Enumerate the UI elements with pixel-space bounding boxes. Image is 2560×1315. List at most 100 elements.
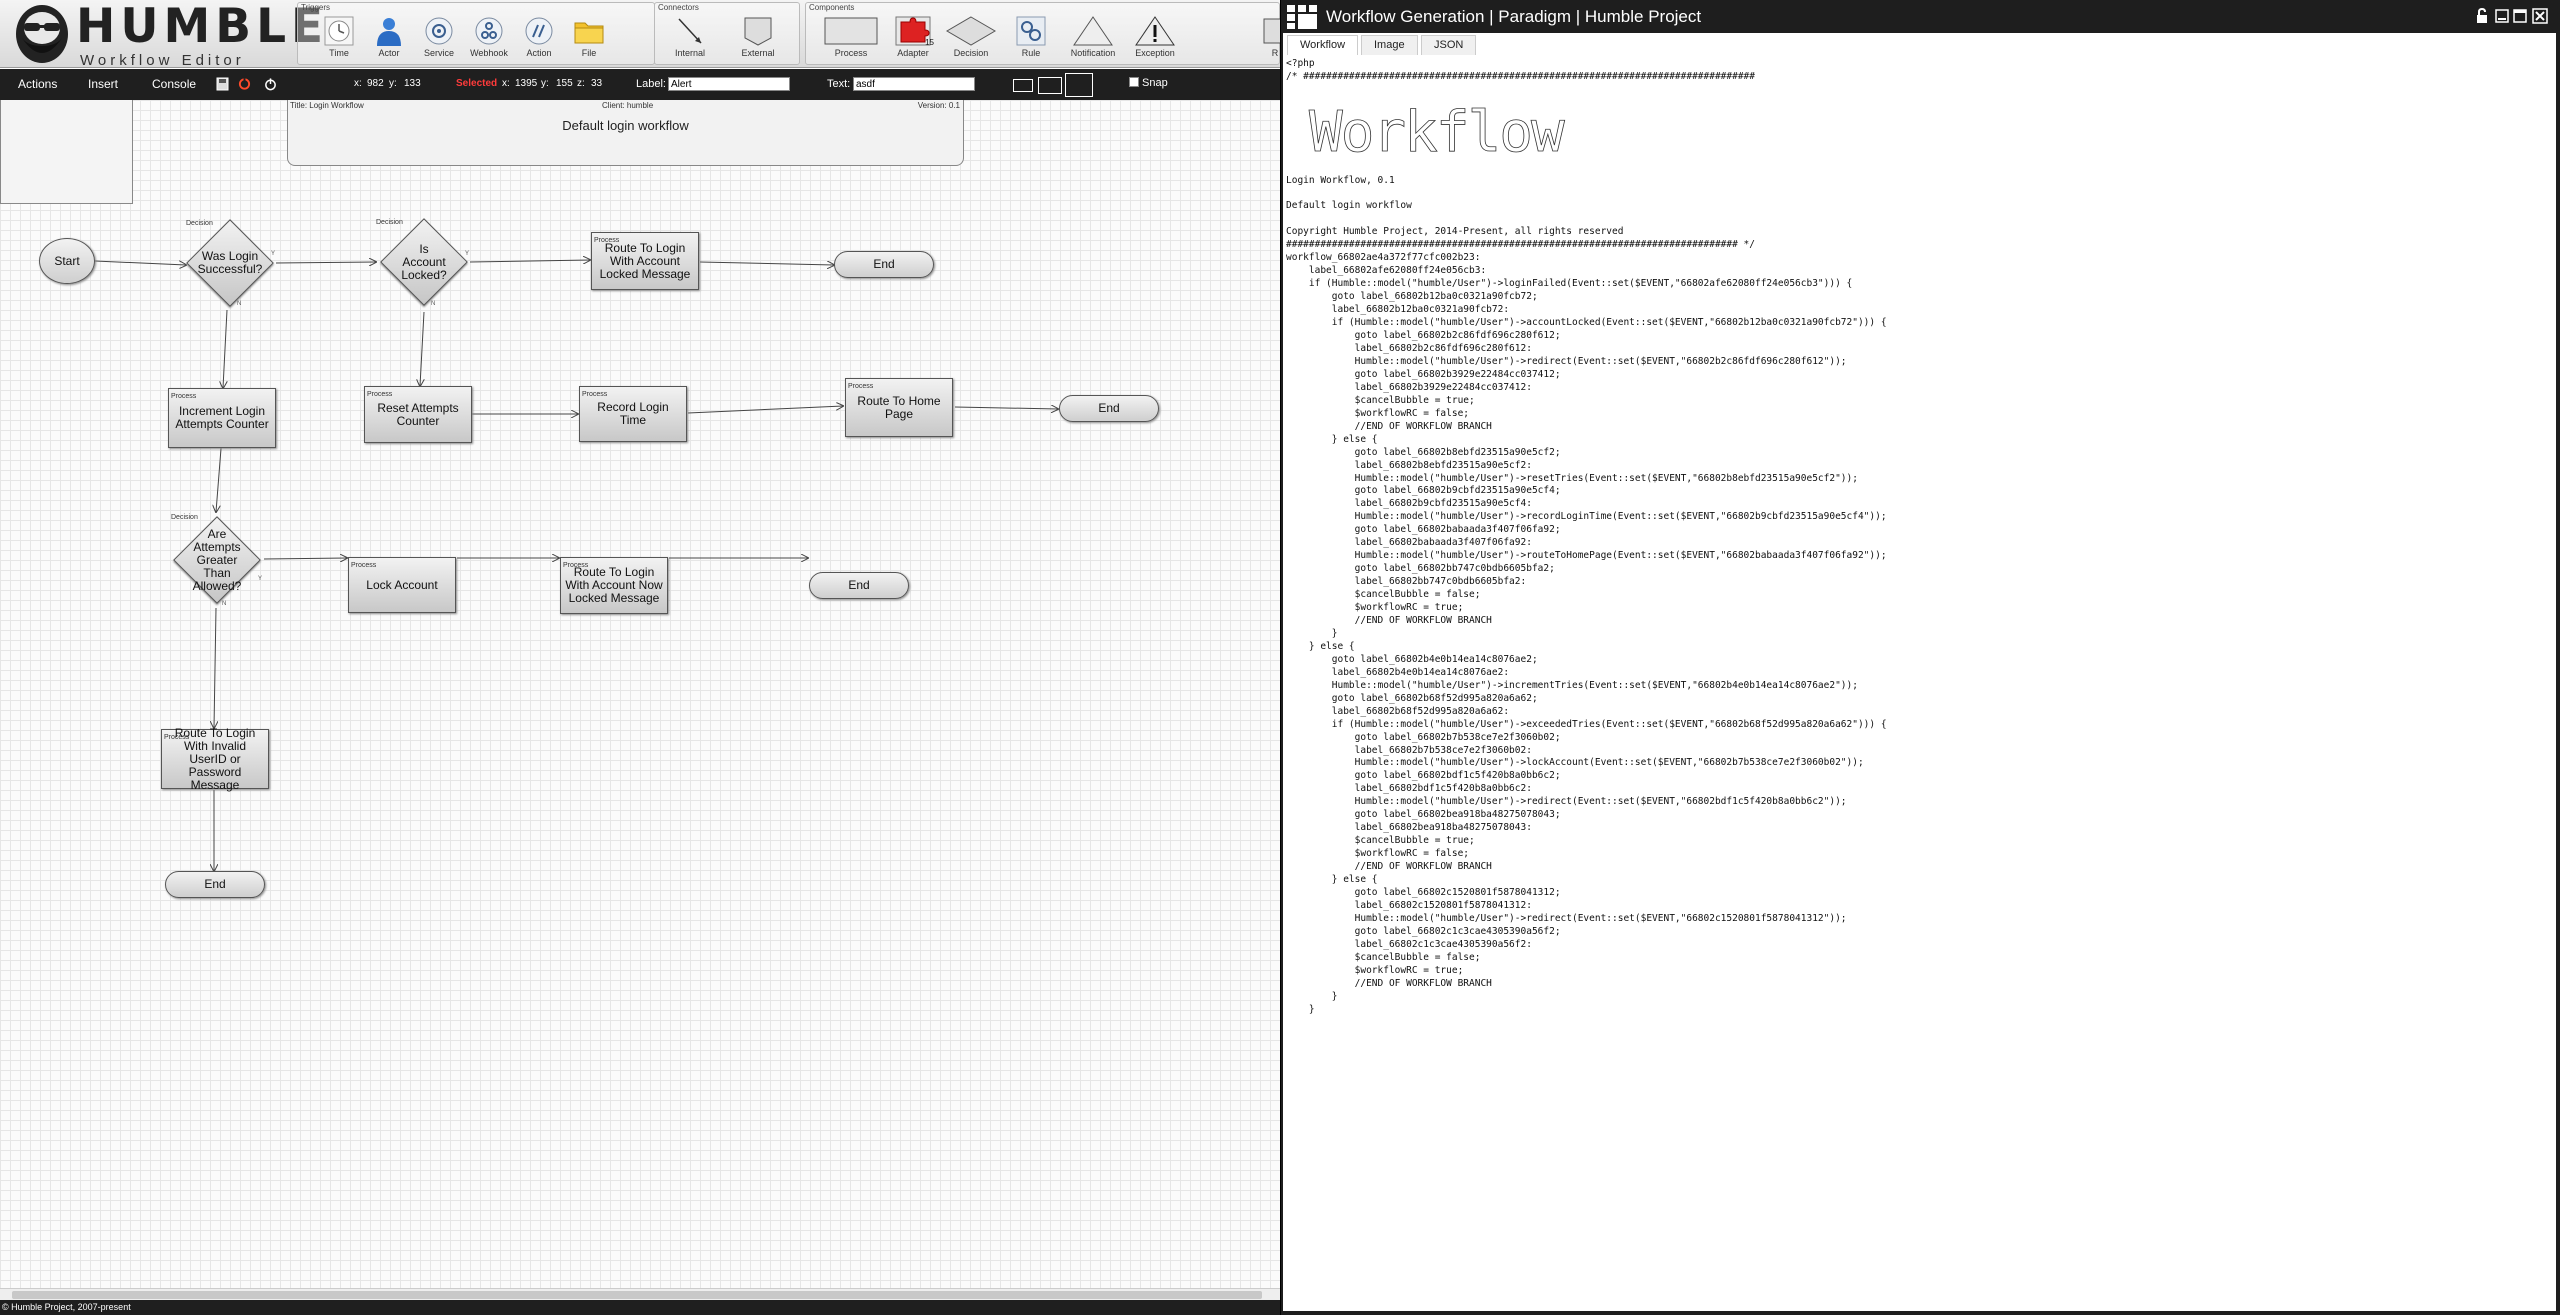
edge-start-d1[interactable] bbox=[94, 260, 186, 265]
generated-code-panel[interactable]: <?php /* ###############################… bbox=[1283, 56, 2556, 1311]
palette-rule[interactable]: Rule bbox=[1006, 14, 1056, 66]
view-large-button[interactable] bbox=[1065, 73, 1093, 97]
label-input[interactable] bbox=[668, 77, 790, 91]
text-field-label: Text: bbox=[827, 78, 851, 90]
process-now-locked-message[interactable]: Process Route To Login With Account Now … bbox=[560, 557, 668, 614]
process-icon bbox=[824, 17, 878, 45]
palette-exception[interactable]: Exception bbox=[1130, 14, 1180, 66]
close-icon[interactable] bbox=[2532, 8, 2548, 24]
end-node-invalid[interactable]: End bbox=[165, 871, 265, 898]
palette-webhook[interactable]: Webhook bbox=[464, 14, 514, 66]
user-icon bbox=[377, 18, 401, 46]
workflow-info-box[interactable]: Title: Login Workflow Client: humble Ver… bbox=[287, 100, 964, 166]
tab-workflow[interactable]: Workflow bbox=[1287, 35, 1359, 55]
tab-image[interactable]: Image bbox=[1361, 35, 1418, 55]
decision-login-successful[interactable]: Decision Was Login Successful? bbox=[184, 218, 276, 308]
canvas-horizontal-scrollbar[interactable] bbox=[0, 1288, 1280, 1300]
internal-connector-icon bbox=[678, 18, 702, 44]
brand-name: HUMBLE bbox=[76, 0, 329, 54]
palette-internal[interactable]: Internal bbox=[665, 14, 715, 66]
snap-checkbox[interactable] bbox=[1129, 77, 1139, 87]
workflow-ascii-banner: Workflow bbox=[1309, 100, 1568, 166]
edge-label-y: Y bbox=[258, 576, 263, 582]
decision-account-locked[interactable]: Decision Is Account Locked? bbox=[376, 217, 470, 307]
lock-icon[interactable] bbox=[2474, 8, 2490, 24]
edge-d2-locked[interactable] bbox=[469, 260, 590, 262]
menu-console[interactable]: Console bbox=[152, 77, 197, 91]
tab-json[interactable]: JSON bbox=[1421, 35, 1477, 55]
humble-logo: HUMBLE Workflow Editor bbox=[8, 2, 323, 69]
process-record-login-time[interactable]: Process Record Login Time bbox=[579, 386, 687, 442]
edge-locked-end[interactable] bbox=[699, 262, 834, 265]
left-side-panel bbox=[0, 100, 133, 204]
brand-subtitle: Workflow Editor bbox=[80, 52, 245, 69]
decision-attempts-exceeded[interactable]: Decision Are Attempts Greater Than Allow… bbox=[171, 514, 263, 606]
edge-d3-invalid[interactable] bbox=[214, 607, 216, 728]
components-title: Components bbox=[809, 3, 855, 12]
process-reset-counter[interactable]: Process Reset Attempts Counter bbox=[364, 386, 472, 443]
end-node-locked[interactable]: End bbox=[834, 251, 934, 278]
workflow-canvas[interactable]: Title: Login Workflow Client: humble Ver… bbox=[0, 100, 1280, 1300]
webhook-icon bbox=[475, 17, 503, 45]
workflow-version: Version: 0.1 bbox=[917, 101, 960, 110]
palette-service[interactable]: Service bbox=[414, 14, 464, 66]
save-disk-icon[interactable] bbox=[216, 77, 229, 91]
selected-x-value: 1395 bbox=[515, 78, 538, 89]
palette-notification[interactable]: Notification bbox=[1068, 14, 1118, 66]
connectors-title: Connectors bbox=[658, 3, 699, 12]
edge-label-y: Y bbox=[271, 251, 276, 257]
view-small-button[interactable] bbox=[1013, 79, 1033, 92]
component-palette: HUMBLE Workflow Editor Triggers Time Act… bbox=[0, 0, 1287, 69]
window-titlebar[interactable]: Workflow Generation | Paradigm | Humble … bbox=[1281, 0, 2560, 33]
puzzle-piece-icon bbox=[895, 16, 931, 46]
process-increment-counter[interactable]: Process Increment Login Attempts Counter bbox=[168, 388, 276, 448]
process-route-home[interactable]: Process Route To Home Page bbox=[845, 378, 953, 437]
process-lock-account[interactable]: Process Lock Account bbox=[348, 557, 456, 613]
external-connector-icon bbox=[744, 17, 772, 46]
cursor-x-value: 982 bbox=[367, 78, 384, 89]
cursor-x-label: x: bbox=[354, 78, 362, 89]
selected-z-label: z: bbox=[577, 78, 585, 89]
process-invalid-message[interactable]: Process Route To Login With Invalid User… bbox=[161, 726, 269, 791]
minimize-icon[interactable] bbox=[2494, 8, 2510, 24]
edge-label-n: N bbox=[431, 301, 436, 307]
action-icon bbox=[525, 17, 553, 45]
maximize-icon[interactable] bbox=[2512, 8, 2528, 24]
menu-actions[interactable]: Actions bbox=[18, 77, 58, 91]
label-field-label: Label: bbox=[636, 78, 666, 90]
edge-home-end[interactable] bbox=[954, 407, 1058, 409]
start-node[interactable]: Start bbox=[39, 238, 95, 284]
palette-adapter[interactable]: 15 Adapter bbox=[888, 14, 938, 66]
edge-d3-lock[interactable] bbox=[263, 558, 347, 559]
text-input[interactable] bbox=[853, 77, 975, 91]
menu-bar: Actions Insert Console x: 982 y: 133 Sel… bbox=[0, 69, 1280, 100]
edge-d2-reset[interactable] bbox=[420, 311, 425, 386]
notification-triangle-icon bbox=[1073, 16, 1113, 46]
edge-d1-increment[interactable] bbox=[223, 309, 228, 388]
view-medium-button[interactable] bbox=[1038, 77, 1062, 94]
end-node-now-locked[interactable]: End bbox=[809, 572, 909, 599]
end-node-home[interactable]: End bbox=[1059, 395, 1159, 422]
generated-php-code: <?php /* ###############################… bbox=[1286, 58, 1887, 1015]
connector-lines bbox=[94, 100, 1280, 1290]
edge-record-home[interactable] bbox=[687, 406, 843, 414]
grid-app-icon bbox=[1287, 5, 1317, 29]
power-icon[interactable] bbox=[264, 77, 277, 91]
selected-x-label: x: bbox=[502, 78, 510, 89]
workflow-generation-window: Workflow Generation | Paradigm | Humble … bbox=[1280, 0, 2560, 1315]
palette-decision[interactable]: Decision bbox=[946, 14, 996, 66]
menu-insert[interactable]: Insert bbox=[88, 77, 119, 91]
palette-action[interactable]: Action bbox=[514, 14, 564, 66]
edge-d1-d2[interactable] bbox=[275, 262, 376, 263]
process-locked-message[interactable]: Process Route To Login With Account Lock… bbox=[591, 232, 699, 290]
palette-external[interactable]: External bbox=[733, 14, 783, 66]
palette-actor[interactable]: Actor bbox=[364, 14, 414, 66]
refresh-icon[interactable] bbox=[238, 77, 251, 91]
cursor-y-label: y: bbox=[389, 78, 397, 89]
palette-time[interactable]: Time bbox=[314, 14, 364, 66]
edge-increment-d3[interactable] bbox=[216, 435, 223, 512]
palette-process[interactable]: Process bbox=[818, 14, 884, 66]
scrollbar-thumb[interactable] bbox=[12, 1291, 1262, 1299]
palette-file[interactable]: File bbox=[564, 14, 614, 66]
